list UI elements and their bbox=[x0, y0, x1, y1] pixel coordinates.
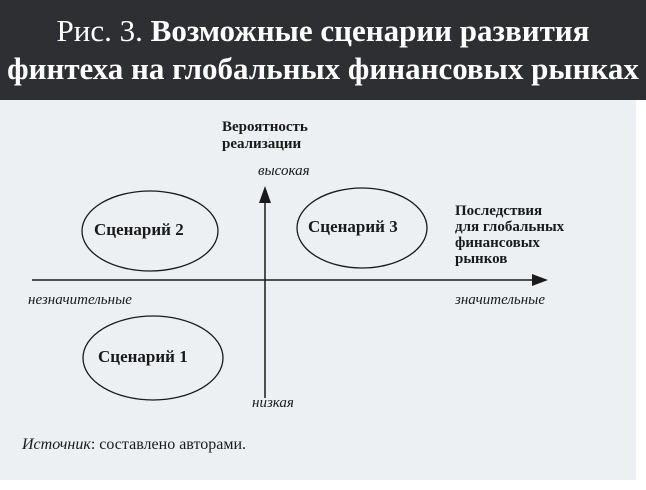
y-axis-label-line2: реализации bbox=[222, 136, 302, 152]
y-axis-label-line1: Вероятность bbox=[222, 119, 308, 135]
source-label: Источник bbox=[22, 436, 91, 453]
x-axis-label-line1: Последствия bbox=[455, 203, 543, 219]
x-axis-low-label: незначительные bbox=[28, 292, 132, 308]
x-axis-label: Последствия для глобальных финансовых ры… bbox=[455, 203, 564, 267]
scenario-2-label: Сценарий 2 bbox=[94, 220, 184, 239]
y-axis-label: Вероятность реализации bbox=[222, 119, 308, 153]
source-text: : составлено авторами. bbox=[90, 436, 247, 453]
x-axis-label-line3: финансовых bbox=[455, 235, 540, 251]
title-prefix: Рис. 3. bbox=[56, 13, 143, 48]
x-axis-label-line2: для глобальных bbox=[455, 219, 565, 235]
scenario-3-ellipse bbox=[296, 187, 428, 269]
x-axis-label-line4: рынков bbox=[455, 251, 508, 267]
y-axis-low-label: низкая bbox=[252, 395, 294, 411]
x-axis-arrow-icon bbox=[532, 274, 548, 286]
source-note: Источник: составлено авторами. bbox=[22, 436, 246, 453]
title-line1: Возможные сценарии развития bbox=[150, 13, 590, 48]
x-axis-high-label: значительные bbox=[455, 292, 545, 308]
y-axis-arrow-icon bbox=[259, 186, 271, 203]
scenario-2-ellipse bbox=[81, 190, 219, 272]
figure-title: Рис. 3. Возможные сценарии развития финт… bbox=[0, 0, 646, 100]
scenario-3-label: Сценарий 3 bbox=[308, 217, 398, 236]
scenario-1-label: Сценарий 1 bbox=[98, 347, 188, 366]
scenario-1-ellipse bbox=[82, 315, 224, 401]
y-axis-high-label: высокая bbox=[258, 163, 310, 179]
title-line2: финтеха на глобальных финансовых рынках bbox=[7, 51, 639, 86]
